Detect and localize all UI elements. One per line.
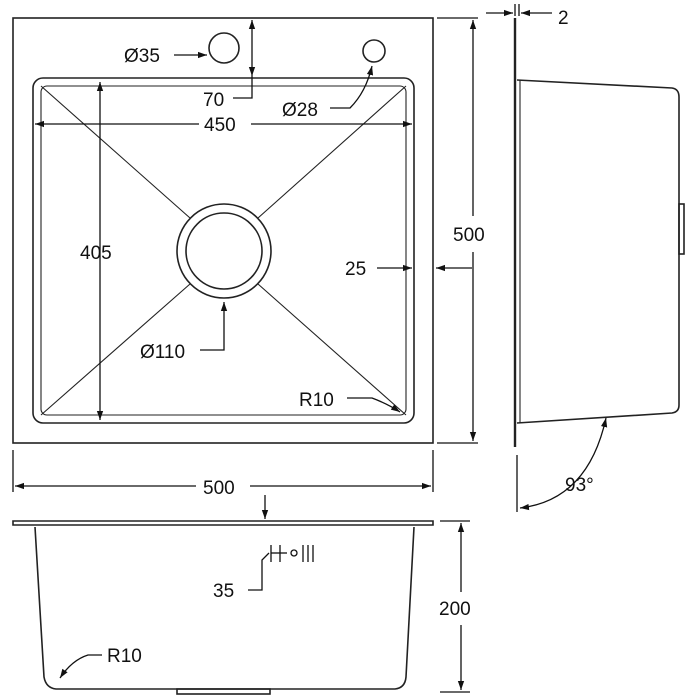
top-view: Ø35 70 Ø28 450 405 Ø110 25 R10 500 (12, 17, 485, 499)
overflow-hole (362, 39, 386, 63)
slope-line (257, 85, 407, 219)
drain-outer (176, 203, 272, 299)
overflow-size-label: 35 (213, 581, 234, 602)
overall-height-label: 500 (453, 225, 485, 246)
front-flange (12, 520, 434, 526)
wall-angle-label: 93° (565, 475, 594, 496)
overall-width-label: 500 (203, 478, 235, 499)
depth-label: 200 (439, 599, 471, 620)
overflow-slot-icon (270, 545, 314, 562)
inner-width-label: 450 (204, 115, 236, 136)
bowl-inner-edge (40, 85, 407, 416)
front-drain-outlet (176, 688, 271, 695)
flange-thickness-label: 2 (558, 8, 569, 29)
front-corner-radius-label: R10 (107, 646, 142, 667)
side-view: 2 93° (486, 4, 685, 512)
outer-flange (12, 17, 434, 444)
overflow-hole-diameter-label: Ø28 (282, 100, 318, 121)
drain-inner (185, 212, 263, 290)
tap-hole (208, 32, 240, 64)
bowl-corner-radius-label: R10 (299, 390, 334, 411)
tap-hole-offset-label: 70 (203, 90, 224, 111)
drain-diameter-label: Ø110 (140, 342, 185, 363)
slope-line (40, 283, 191, 416)
rim-width-label: 25 (345, 259, 366, 280)
slope-line (40, 85, 191, 219)
front-view: 35 200 R10 (12, 495, 471, 695)
bowl-outer-edge (32, 77, 415, 424)
overflow-outlet (678, 203, 685, 255)
bowl-profile (516, 79, 680, 424)
slope-line (257, 283, 407, 416)
inner-depth-label: 405 (80, 243, 112, 264)
front-bowl-profile (34, 526, 415, 690)
tap-hole-diameter-label: Ø35 (124, 46, 160, 67)
